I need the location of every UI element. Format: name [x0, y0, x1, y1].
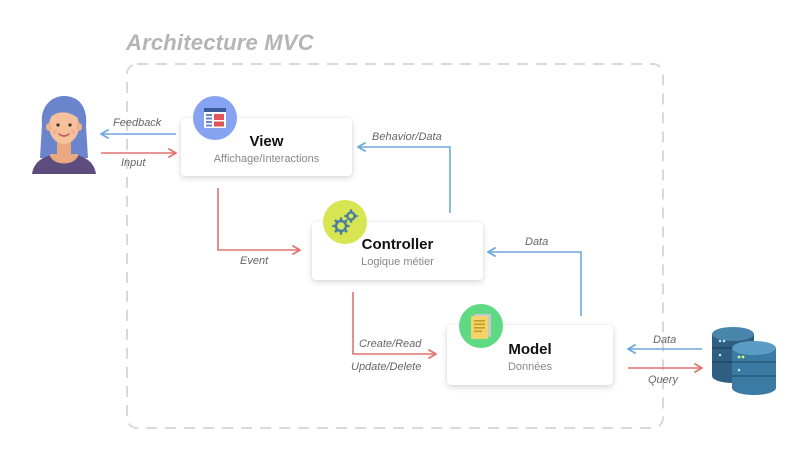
edge-label-update-delete: Update/Delete — [351, 361, 422, 373]
crud-arrow — [352, 292, 437, 359]
view-node-subtitle: Affichage/Interactions — [213, 153, 320, 165]
model-badge — [459, 304, 503, 348]
edge-label-create-read: Create/Read — [359, 338, 422, 350]
gears-icon — [332, 209, 358, 235]
document-icon — [471, 314, 491, 339]
controller-node-subtitle: Logique métier — [361, 256, 434, 268]
edge-label-input: Input — [121, 157, 146, 169]
model-node-subtitle: Données — [507, 361, 553, 373]
database-servers-icon — [712, 327, 776, 395]
controller-node-title: Controller — [361, 236, 434, 253]
browser-window-icon — [204, 108, 226, 128]
view-badge — [193, 96, 237, 140]
behavior-data-arrow — [357, 142, 451, 213]
controller-data-arrow — [487, 247, 582, 316]
edge-label-event: Event — [240, 255, 269, 267]
user-avatar-icon — [32, 96, 96, 174]
edge-label-query: Query — [648, 374, 678, 386]
event-arrow — [217, 188, 301, 255]
model-node-title: Model — [508, 341, 552, 358]
edge-label-db-data: Data — [653, 334, 677, 346]
edge-label-behavior-data: Behavior/Data — [372, 131, 442, 143]
view-node-title: View — [249, 133, 284, 150]
edge-label-controller-data: Data — [525, 236, 549, 248]
diagram-title: Architecture MVC — [126, 30, 314, 55]
edge-label-feedback: Feedback — [113, 117, 162, 129]
controller-badge — [323, 200, 367, 244]
mvc-boundary — [126, 63, 664, 429]
